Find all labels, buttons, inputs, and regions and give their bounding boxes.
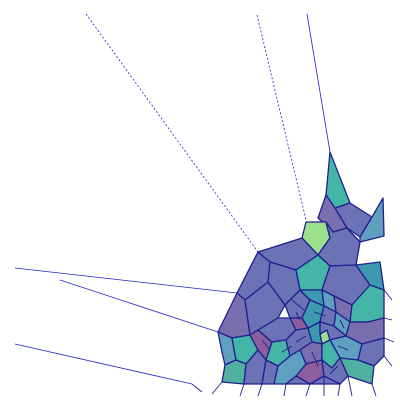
ray-upper-mid xyxy=(256,14,307,221)
unbounded-rays xyxy=(14,13,331,385)
voronoi-cell xyxy=(309,375,341,385)
voronoi-cell xyxy=(339,357,375,385)
ray-left-1 xyxy=(14,267,238,294)
voronoi-cells xyxy=(217,151,385,385)
cell-fine-edges xyxy=(191,289,395,397)
voronoi-edge xyxy=(261,299,349,375)
voronoi-cell xyxy=(334,202,373,238)
ray-upper-left xyxy=(85,13,259,253)
boundary-edge xyxy=(191,289,395,397)
ray-left-3 xyxy=(14,343,193,385)
voronoi-cell xyxy=(285,375,311,385)
ray-upper-right xyxy=(306,13,331,153)
voronoi-cell xyxy=(359,197,385,243)
voronoi-cell xyxy=(357,337,385,367)
ray-left-2 xyxy=(59,279,219,333)
voronoi-cell xyxy=(307,321,323,345)
